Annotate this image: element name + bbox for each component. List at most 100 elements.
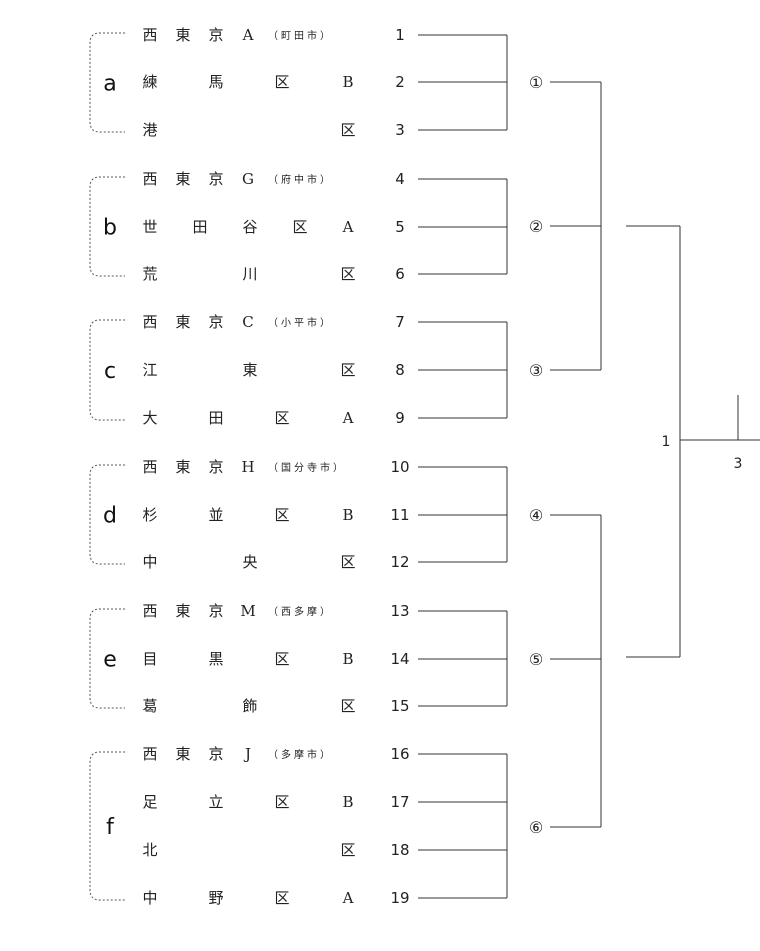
team-name-char: 区 bbox=[274, 793, 289, 811]
group-letter: f bbox=[106, 815, 115, 840]
match-number: ② bbox=[529, 217, 543, 236]
match-number: ⑥ bbox=[529, 818, 543, 837]
team-seed-number: 10 bbox=[390, 458, 409, 476]
team-name-char: 西 bbox=[142, 313, 157, 331]
team-name-char: 荒 bbox=[142, 265, 157, 283]
team-city-suffix: （府中市） bbox=[268, 173, 333, 186]
team-name-char: 西 bbox=[142, 745, 157, 763]
team-name-char: 西 bbox=[142, 458, 157, 476]
match-number: ④ bbox=[529, 506, 543, 525]
team-name-char: 区 bbox=[274, 889, 289, 907]
team-name-char: 区 bbox=[274, 650, 289, 668]
team-seed-number: 15 bbox=[390, 697, 409, 715]
team-name-char: A bbox=[242, 26, 254, 44]
team-name-char: A bbox=[342, 889, 354, 907]
match-number: ① bbox=[529, 73, 543, 92]
final-label-right: 3 bbox=[734, 456, 743, 472]
team-seed-number: 11 bbox=[390, 506, 409, 524]
team-name-char: 田 bbox=[208, 409, 223, 427]
group-bracket-outline bbox=[89, 608, 125, 709]
team-name-char: 区 bbox=[274, 506, 289, 524]
team-seed-number: 4 bbox=[395, 170, 405, 188]
team-name-char: 京 bbox=[208, 313, 223, 331]
group-letter: a bbox=[103, 72, 116, 97]
team-name-char: 川 bbox=[242, 265, 257, 283]
team-name-char: 東 bbox=[175, 26, 190, 44]
team-name-char: 央 bbox=[242, 553, 257, 571]
match-number: ③ bbox=[529, 361, 543, 380]
group-bracket-outline bbox=[89, 32, 125, 133]
team-name-char: C bbox=[242, 313, 253, 331]
group-bracket-outline bbox=[89, 751, 125, 901]
team-name-char: B bbox=[342, 506, 353, 524]
team-seed-number: 1 bbox=[395, 26, 405, 44]
team-name-char: 野 bbox=[208, 889, 223, 907]
team-name-char: 大 bbox=[142, 409, 157, 427]
team-seed-number: 14 bbox=[390, 650, 409, 668]
team-name-char: 谷 bbox=[242, 218, 257, 236]
team-name-char: 区 bbox=[340, 841, 355, 859]
team-seed-number: 7 bbox=[395, 313, 405, 331]
group-letter: d bbox=[103, 504, 117, 529]
team-name-char: 足 bbox=[142, 793, 157, 811]
group-bracket-outline bbox=[89, 176, 125, 277]
team-name-char: 田 bbox=[192, 218, 207, 236]
team-name-char: 東 bbox=[242, 361, 257, 379]
team-name-char: 練 bbox=[142, 73, 157, 91]
team-name-char: A bbox=[342, 409, 354, 427]
team-name-char: 東 bbox=[175, 170, 190, 188]
team-name-char: 江 bbox=[142, 361, 157, 379]
team-name-char: 区 bbox=[340, 553, 355, 571]
team-seed-number: 5 bbox=[395, 218, 405, 236]
team-name-char: 目 bbox=[142, 650, 157, 668]
team-name-char: 西 bbox=[142, 602, 157, 620]
team-seed-number: 8 bbox=[395, 361, 405, 379]
team-name-char: 西 bbox=[142, 26, 157, 44]
team-name-char: 馬 bbox=[208, 73, 223, 91]
team-name-char: B bbox=[342, 650, 353, 668]
team-seed-number: 17 bbox=[390, 793, 409, 811]
team-name-char: G bbox=[242, 170, 254, 188]
team-name-char: J bbox=[243, 745, 251, 763]
team-name-char: 東 bbox=[175, 313, 190, 331]
team-name-char: 区 bbox=[340, 697, 355, 715]
team-name-char: 黒 bbox=[208, 650, 223, 668]
team-name-char: 区 bbox=[274, 409, 289, 427]
team-name-char: M bbox=[240, 602, 255, 620]
team-seed-number: 2 bbox=[395, 73, 405, 91]
team-city-suffix: （小平市） bbox=[268, 316, 333, 329]
team-seed-number: 12 bbox=[390, 553, 409, 571]
team-name-char: 世 bbox=[142, 218, 157, 236]
group-letter: b bbox=[103, 216, 117, 241]
team-city-suffix: （西多摩） bbox=[268, 605, 333, 618]
group-letter: c bbox=[104, 359, 116, 384]
group-letter: e bbox=[103, 648, 117, 673]
team-name-char: 東 bbox=[175, 458, 190, 476]
team-seed-number: 3 bbox=[395, 121, 405, 139]
team-name-char: 京 bbox=[208, 745, 223, 763]
team-name-char: H bbox=[241, 458, 254, 476]
team-name-char: B bbox=[342, 73, 353, 91]
team-name-char: 並 bbox=[208, 506, 223, 524]
group-bracket-outline bbox=[89, 464, 125, 565]
team-seed-number: 18 bbox=[390, 841, 409, 859]
team-name-char: 中 bbox=[142, 889, 157, 907]
team-name-char: 立 bbox=[208, 793, 223, 811]
team-name-char: 飾 bbox=[242, 697, 257, 715]
team-name-char: 区 bbox=[340, 361, 355, 379]
team-name-char: 杉 bbox=[142, 506, 157, 524]
team-name-char: 北 bbox=[142, 841, 157, 859]
team-city-suffix: （多摩市） bbox=[268, 748, 333, 761]
team-name-char: 京 bbox=[208, 170, 223, 188]
team-city-suffix: （国分寺市） bbox=[268, 461, 346, 474]
team-seed-number: 6 bbox=[395, 265, 405, 283]
team-name-char: 東 bbox=[175, 745, 190, 763]
team-name-char: 京 bbox=[208, 26, 223, 44]
team-seed-number: 9 bbox=[395, 409, 405, 427]
team-name-char: 東 bbox=[175, 602, 190, 620]
group-bracket-outline bbox=[89, 319, 125, 421]
team-name-char: 区 bbox=[340, 265, 355, 283]
team-city-suffix: （町田市） bbox=[268, 29, 333, 42]
team-name-char: 葛 bbox=[142, 697, 157, 715]
